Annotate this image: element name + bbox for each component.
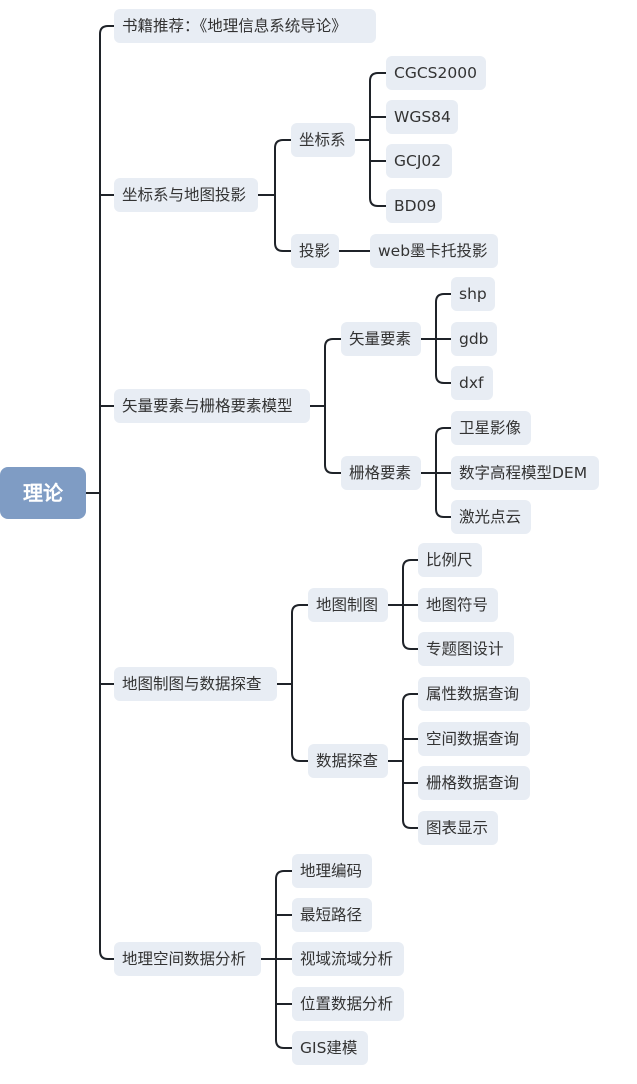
leaf-gdb[interactable]: gdb <box>451 322 497 356</box>
leaf-scale[interactable]: 比例尺 <box>418 543 482 577</box>
node-projection[interactable]: 投影 <box>291 234 339 268</box>
leaf-shp[interactable]: shp <box>451 277 495 311</box>
branch-mapping-data-exploration[interactable]: 地图制图与数据探查 <box>114 667 277 701</box>
branch-coordinate-projection[interactable]: 坐标系与地图投影 <box>114 178 258 212</box>
coordinate-projection-connector-bracket <box>274 139 292 252</box>
leaf-gcj02[interactable]: GCJ02 <box>386 144 452 178</box>
root-connector-bracket <box>99 25 115 960</box>
leaf-shortest-path[interactable]: 最短路径 <box>292 898 372 932</box>
leaf-lidar-point-cloud[interactable]: 激光点云 <box>451 500 531 534</box>
leaf-dxf[interactable]: dxf <box>451 366 493 400</box>
leaf-geocoding[interactable]: 地理编码 <box>292 854 372 888</box>
node-raster-features[interactable]: 栅格要素 <box>341 456 421 490</box>
leaf-bd09[interactable]: BD09 <box>386 189 442 223</box>
leaf-location-data-analysis[interactable]: 位置数据分析 <box>292 987 404 1021</box>
leaf-spatial-query[interactable]: 空间数据查询 <box>418 722 530 756</box>
leaf-chart-display[interactable]: 图表显示 <box>418 811 498 845</box>
leaf-cgcs2000[interactable]: CGCS2000 <box>386 56 486 90</box>
branch-book-recommendation[interactable]: 书籍推荐：《地理信息系统导论》 <box>114 9 376 43</box>
leaf-gis-modeling[interactable]: GIS建模 <box>292 1031 368 1065</box>
branch-vector-raster-model[interactable]: 矢量要素与栅格要素模型 <box>114 389 310 423</box>
root-node[interactable]: 理论 <box>0 467 86 519</box>
leaf-dem[interactable]: 数字高程模型DEM <box>451 456 599 490</box>
leaf-satellite-imagery[interactable]: 卫星影像 <box>451 411 531 445</box>
leaf-web-mercator[interactable]: web墨卡托投影 <box>370 234 498 268</box>
leaf-map-symbols[interactable]: 地图符号 <box>418 588 498 622</box>
node-coordinate-system[interactable]: 坐标系 <box>291 123 355 157</box>
vector-raster-connector-bracket <box>324 338 342 474</box>
branch-spatial-analysis[interactable]: 地理空间数据分析 <box>114 942 261 976</box>
node-cartography[interactable]: 地图制图 <box>308 588 388 622</box>
leaf-raster-query[interactable]: 栅格数据查询 <box>418 766 530 800</box>
leaf-thematic-map-design[interactable]: 专题图设计 <box>418 632 514 666</box>
leaf-attribute-query[interactable]: 属性数据查询 <box>418 677 530 711</box>
mapping-exploration-connector-bracket <box>291 604 309 762</box>
node-vector-features[interactable]: 矢量要素 <box>341 322 421 356</box>
data-exploration-connector-bracket <box>402 693 419 829</box>
node-data-exploration[interactable]: 数据探查 <box>308 744 388 778</box>
leaf-viewshed-watershed[interactable]: 视域流域分析 <box>292 942 404 976</box>
coordinate-system-connector-bracket <box>369 72 387 207</box>
leaf-wgs84[interactable]: WGS84 <box>386 100 458 134</box>
